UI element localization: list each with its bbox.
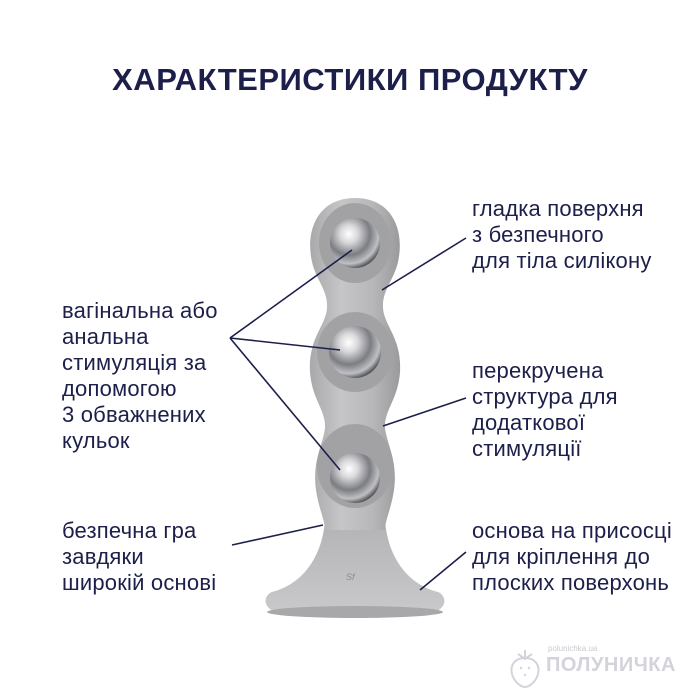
- feature-suction-base: основа на присосці для кріплення до плос…: [472, 518, 672, 595]
- leader-line-ball-top: [229, 249, 353, 339]
- strawberry-icon: [510, 650, 540, 688]
- leader-line-smooth: [381, 237, 467, 291]
- leader-line-ball-middle: [229, 337, 341, 351]
- leader-line-twisted: [382, 397, 467, 427]
- metal-ball-bottom: [330, 453, 380, 503]
- feature-safe-play: безпечна гра завдяки широкій основі: [62, 518, 217, 595]
- suction-base: [265, 520, 445, 614]
- watermark: polunichka.ua ПОЛУНИЧКА: [506, 644, 696, 694]
- base-rim: [267, 606, 443, 618]
- leader-line-suction: [419, 551, 467, 591]
- leader-line-safe: [231, 524, 324, 546]
- metal-ball-middle: [329, 326, 381, 378]
- feature-twisted-structure: перекручена структура для додаткової сти…: [472, 358, 618, 461]
- feature-smooth-surface: гладка поверхня з безпечного для тіла си…: [472, 196, 652, 273]
- metal-ball-top: [330, 218, 380, 268]
- leader-line-ball-bottom: [229, 337, 341, 471]
- page-title: ХАРАКТЕРИСТИКИ ПРОДУКТУ: [112, 62, 588, 97]
- watermark-site: polunichka.ua: [548, 644, 598, 653]
- feature-weighted-balls: вагінальна або анальна стимуляція за доп…: [62, 298, 218, 453]
- brand-logo: Sf: [346, 572, 356, 582]
- watermark-brand: ПОЛУНИЧКА: [546, 654, 676, 676]
